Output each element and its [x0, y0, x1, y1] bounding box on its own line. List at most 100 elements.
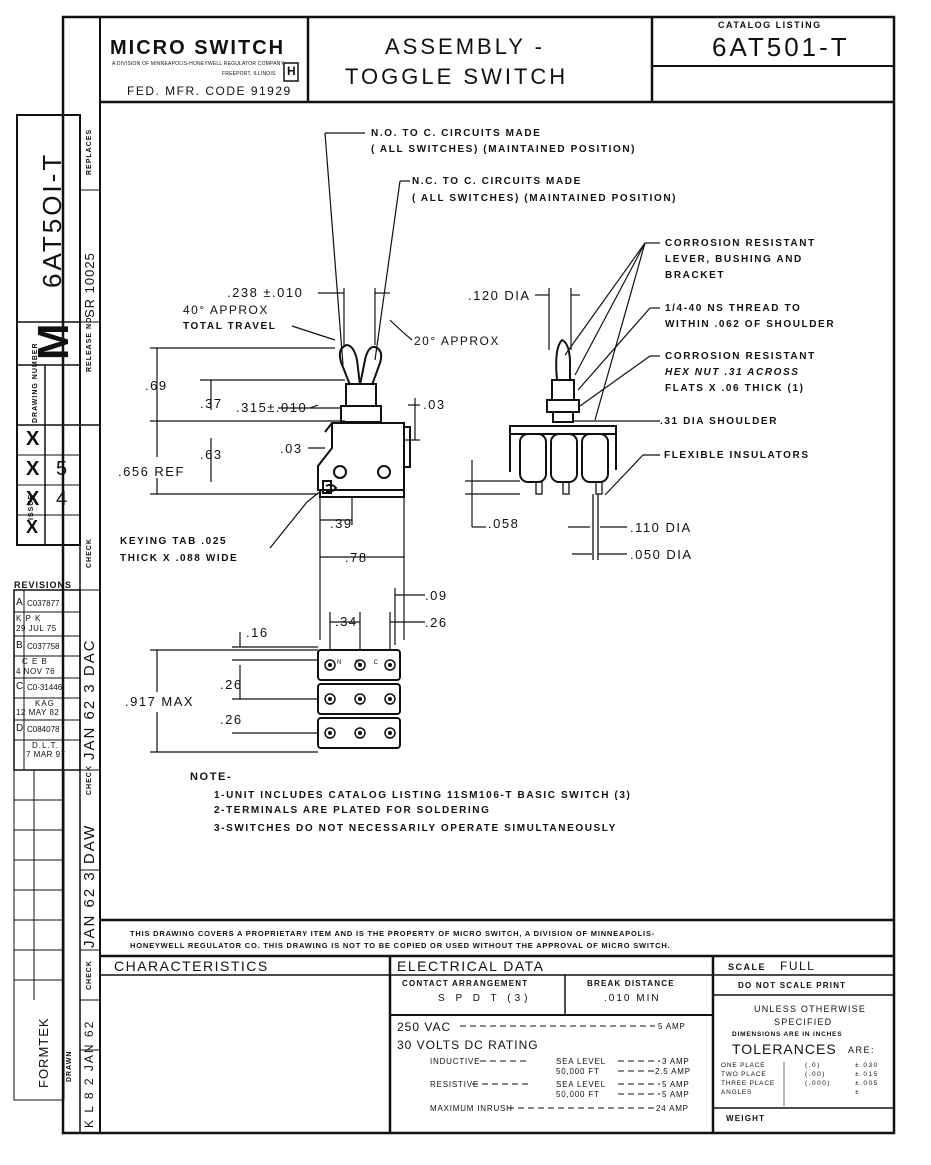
- dim-34: .34: [335, 614, 358, 629]
- rev-text-c: C0-31446: [27, 683, 63, 692]
- callout-nc-to-c-2: ( ALL SWITCHES) (MAINTAINED POSITION): [412, 193, 678, 204]
- tol-row-3-fmt: (.000): [805, 1080, 831, 1087]
- dim-26-row1: .26: [220, 677, 243, 692]
- dim-69: .69: [145, 378, 168, 393]
- tolerances-are: ARE:: [848, 1045, 876, 1055]
- unless-otherwise: UNLESS OTHERWISE: [754, 1004, 867, 1014]
- inductive-sea-level: SEA LEVEL: [556, 1057, 606, 1066]
- dim-39: .39: [330, 516, 353, 531]
- rev-note-4: 4 NOV 76: [16, 667, 56, 676]
- inductive-label: INDUCTIVE: [430, 1057, 481, 1066]
- replaces-label: REPLACES: [86, 128, 93, 175]
- note-1: 1-UNIT INCLUDES CATALOG LISTING 11SM106-…: [214, 790, 632, 801]
- issue-mark-2: 5: [56, 458, 68, 480]
- callout-no-to-c-1: N.O. TO C. CIRCUITS MADE: [371, 128, 542, 139]
- honeywell-logo: H: [287, 64, 298, 78]
- resistive-label: RESISTIVE: [430, 1080, 479, 1089]
- tol-row-1-label: ONE PLACE: [721, 1062, 766, 1069]
- rev-text-b: C037758: [27, 642, 60, 651]
- rev-note-2: 29 JUL 75: [16, 624, 57, 633]
- tol-row-1-fmt: (.0): [805, 1062, 821, 1069]
- issue-mark-1: X: [26, 458, 40, 480]
- rating-250-vac: 250 VAC: [397, 1020, 452, 1034]
- characteristics-heading: CHARACTERISTICS: [114, 958, 269, 974]
- revisions-label: REVISIONS: [14, 580, 73, 590]
- city-text: FREEPORT, ILLINOIS: [222, 71, 276, 77]
- inductive-50k-value: 2.5 AMP: [655, 1067, 691, 1076]
- dim-angle40-1: 40° APPROX: [183, 303, 269, 317]
- tol-row-1-val: ±.030: [855, 1062, 879, 1069]
- rating-30vdc: 30 VOLTS DC RATING: [397, 1038, 539, 1052]
- dim-angle20: 20° APPROX: [414, 334, 500, 348]
- rev-letter-c: C: [16, 681, 24, 692]
- callout-nc-to-c-1: N.C. TO C. CIRCUITS MADE: [412, 176, 582, 187]
- callout-keying-1: KEYING TAB .025: [120, 536, 228, 547]
- callout-corrosion-2b: HEX NUT .31 ACROSS: [665, 367, 800, 378]
- scale-label: SCALE: [728, 962, 767, 972]
- rev-initials-column-1: JAN 62 3 DAC: [81, 638, 98, 760]
- tol-row-4-label: ANGLES: [721, 1089, 753, 1096]
- dim-angle40-2: TOTAL TRAVEL: [183, 321, 277, 332]
- mfr-code: FED. MFR. CODE 91929: [127, 84, 292, 98]
- check-label-2: CHECK: [86, 765, 93, 795]
- dim-050-dia: .050 DIA: [630, 547, 693, 562]
- release-number: SR 10025: [82, 252, 97, 318]
- callout-no-to-c-2: ( ALL SWITCHES) (MAINTAINED POSITION): [371, 144, 637, 155]
- rev-letter-b: B: [16, 640, 23, 651]
- dim-16: .16: [246, 625, 269, 640]
- dim-110-dia: .110 DIA: [630, 520, 692, 535]
- proprietary-line-2: HONEYWELL REGULATOR CO. THIS DRAWING IS …: [130, 941, 671, 950]
- callout-corrosion-1c: BRACKET: [665, 270, 726, 281]
- formtek-label: FORMTEK: [36, 1017, 51, 1088]
- drawn-by: K L 8 2 JAN 62: [82, 1019, 96, 1128]
- callout-shoulder: .31 DIA SHOULDER: [660, 416, 779, 427]
- rev-text-a: C037877: [27, 599, 60, 608]
- rev-note-5: KAG: [35, 699, 55, 708]
- note-3: 3-SWITCHES DO NOT NECESSARILY OPERATE SI…: [214, 823, 617, 834]
- check-label-3: CHECK: [86, 960, 93, 990]
- rev-letter-d: D: [16, 723, 24, 734]
- title-line1: ASSEMBLY -: [385, 34, 546, 59]
- electrical-data-heading: ELECTRICAL DATA: [397, 958, 545, 974]
- notes-heading: NOTE-: [190, 771, 233, 783]
- issue-mark-5: X: [26, 428, 40, 450]
- issue-mark-6: X: [26, 517, 39, 537]
- dim-058: .058: [488, 516, 520, 531]
- dim-03-right: .03: [423, 397, 446, 412]
- resistive-sea-level: SEA LEVEL: [556, 1080, 606, 1089]
- dim-03-left: .03: [280, 441, 303, 456]
- rev-note-1: K P K: [16, 614, 42, 623]
- rev-note-3: C E B: [22, 657, 48, 666]
- rev-note-6: 12 MAY 82: [16, 708, 60, 717]
- tol-row-2-fmt: (.00): [805, 1071, 826, 1078]
- release-label: RELEASE NO.: [86, 313, 93, 372]
- scale-value: FULL: [780, 959, 816, 973]
- dim-63: .63: [200, 447, 223, 462]
- contact-arrangement-label: CONTACT ARRANGEMENT: [402, 979, 529, 988]
- resistive-50k: 50,000 FT: [556, 1090, 600, 1099]
- dim-120: .120 DIA: [468, 288, 531, 303]
- callout-corrosion-2c: FLATS X .06 THICK (1): [665, 383, 805, 394]
- rating-250-vac-amp: 5 AMP: [658, 1022, 686, 1031]
- dim-26-right: .26: [425, 615, 448, 630]
- dim-37: .37: [200, 396, 223, 411]
- inductive-sea-value: 3 AMP: [662, 1057, 690, 1066]
- dim-656-ref: .656 REF: [118, 464, 185, 479]
- callout-insulators: FLEXIBLE INSULATORS: [664, 450, 810, 461]
- company-name: MICRO SWITCH: [110, 37, 286, 59]
- tol-row-3-val: ±.005: [855, 1080, 879, 1087]
- dim-917-max: .917 MAX: [125, 694, 195, 709]
- vertical-catalog-number: 6AT5OI-T: [37, 151, 67, 288]
- resistive-sea-value: 5 AMP: [662, 1080, 690, 1089]
- tol-row-3-label: THREE PLACE: [721, 1080, 775, 1087]
- tol-row-2-val: ±.015: [855, 1071, 879, 1078]
- max-inrush-label: MAXIMUM INRUSH: [430, 1104, 513, 1113]
- resistive-50k-value: 5 AMP: [662, 1090, 690, 1099]
- dim-78: .78: [345, 550, 368, 565]
- division-text: A DIVISION OF MINNEAPOLIS-HONEYWELL REGU…: [112, 61, 285, 67]
- weight-label: WEIGHT: [726, 1114, 766, 1123]
- drawn-label: DRAWN: [66, 1050, 73, 1082]
- drawing-number-label: DRAWING NUMBER: [32, 342, 39, 424]
- catalog-number: 6AT501-T: [712, 32, 850, 62]
